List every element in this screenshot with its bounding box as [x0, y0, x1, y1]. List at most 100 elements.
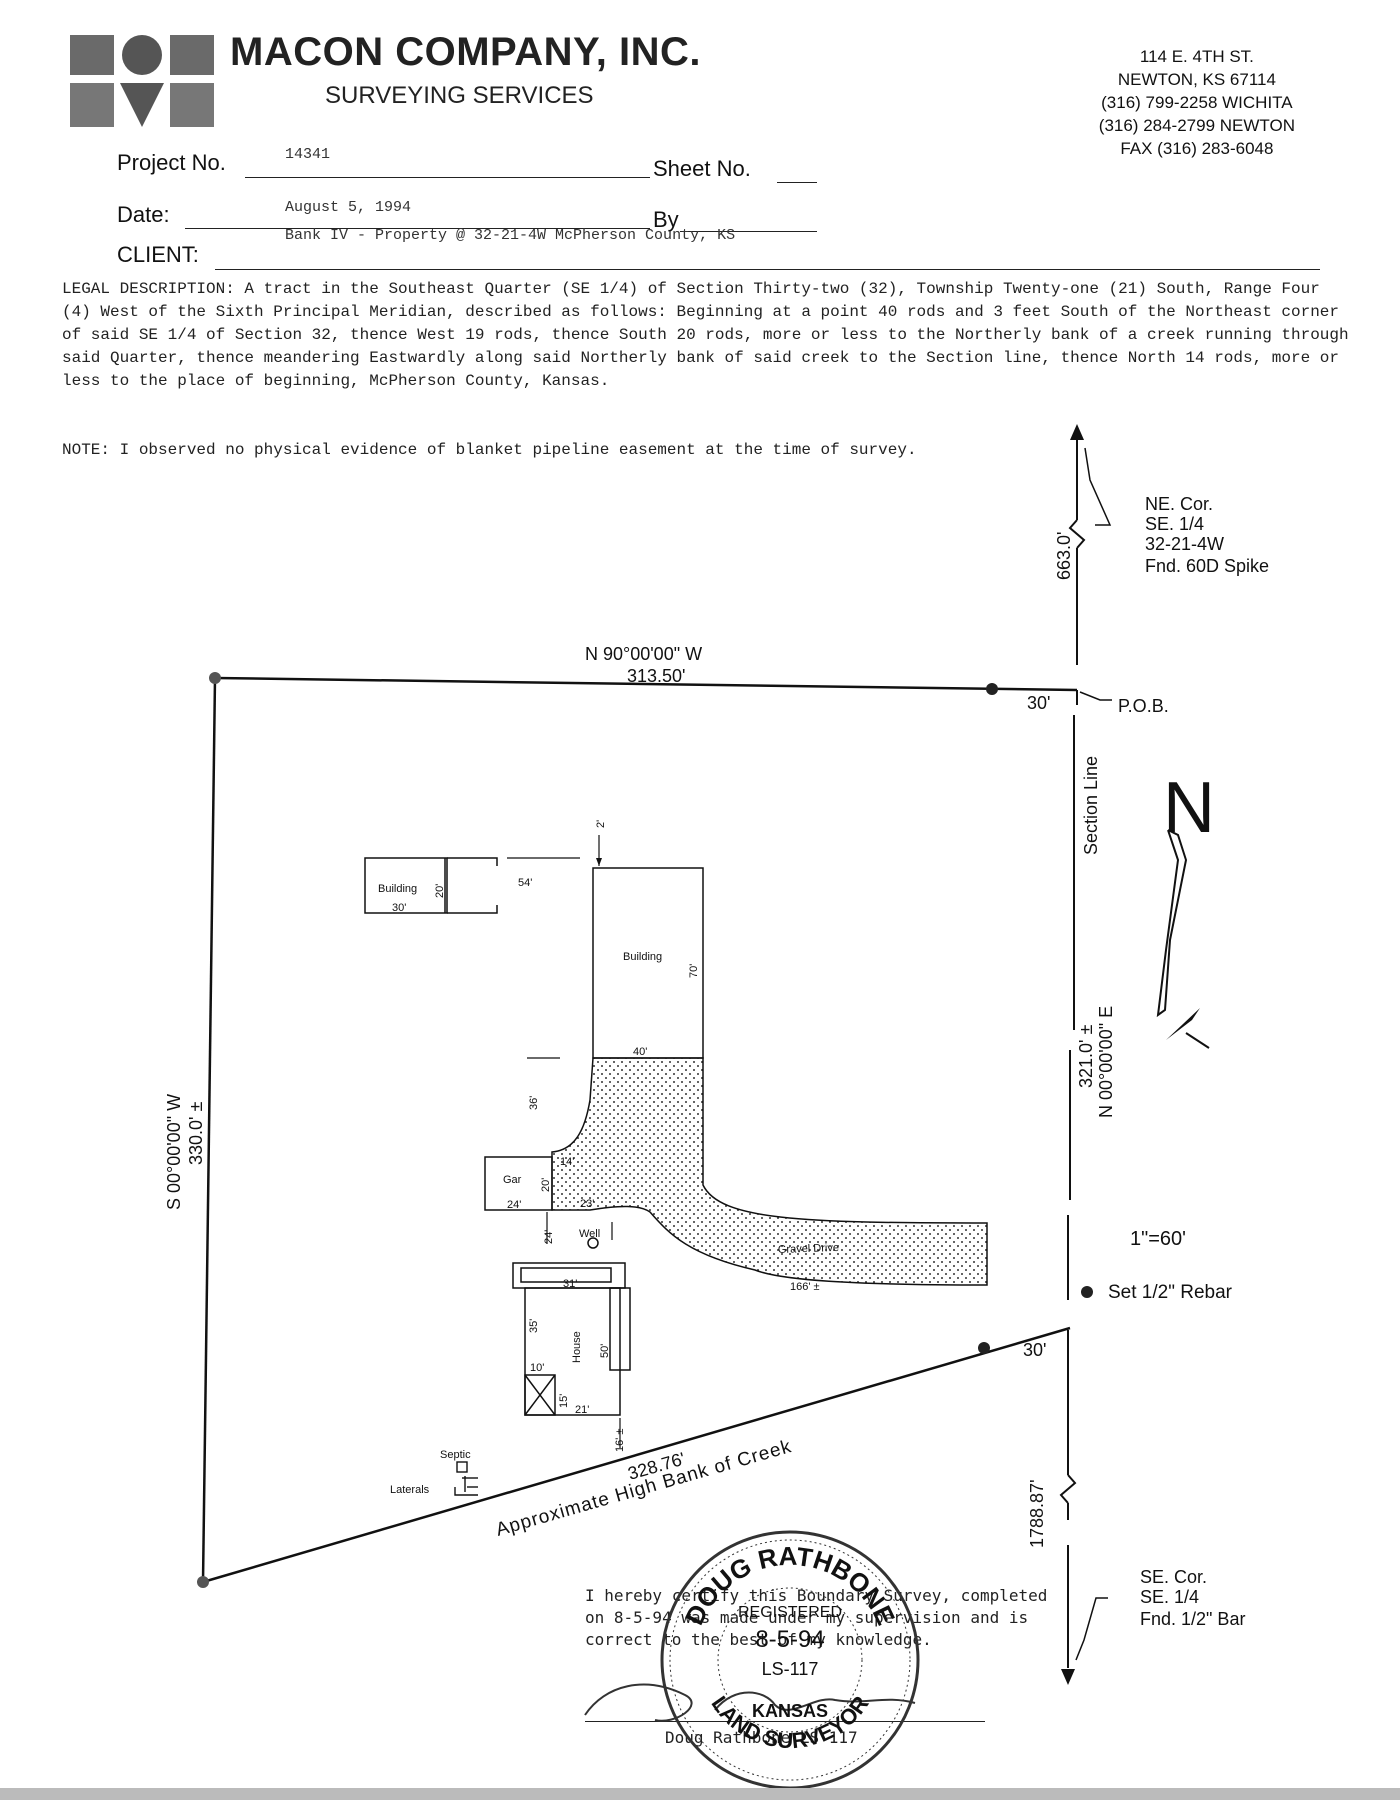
small-building	[364, 857, 498, 914]
house-label: House	[571, 1331, 583, 1363]
address-line: 114 E. 4TH ST.	[1139, 47, 1254, 66]
gravel-drive-area	[551, 1057, 988, 1286]
section-line-label: Section Line	[1081, 756, 1101, 855]
address-line: (316) 284-2799 NEWTON	[1098, 116, 1295, 135]
offset-north-label: 30'	[1027, 693, 1050, 713]
client-label: CLIENT:	[117, 242, 199, 267]
dim-24-label: 24'	[543, 1230, 555, 1244]
signature-line	[585, 1720, 985, 1722]
dim-16-label: 16' ±	[614, 1429, 626, 1452]
date-underline	[185, 227, 650, 229]
well-label: Well	[579, 1228, 600, 1240]
tract-boundary	[201, 676, 1078, 1584]
address-line: FAX (316) 283-6048	[1120, 139, 1274, 158]
date-value: August 5, 1994	[285, 199, 412, 216]
dist-south-label: 1788.87'	[1027, 1479, 1047, 1548]
house-width: 31'	[563, 1278, 577, 1290]
seal-state: KANSAS	[752, 1701, 828, 1721]
company-address: 114 E. 4TH ST. NEWTON, KS 67114 (316) 79…	[1099, 45, 1295, 160]
east-length-label: 321.0' ±	[1076, 1025, 1096, 1088]
project-value: 14341	[285, 146, 331, 163]
ne-corner-line: 32-21-4W	[1145, 534, 1224, 554]
dim-14-label: 14'	[560, 1156, 574, 1168]
se-corner-line: SE. 1/4	[1140, 1587, 1199, 1607]
gap-36-label: 36'	[528, 1096, 540, 1110]
scale-label: 1"=60'	[1130, 1228, 1186, 1250]
house-10-label: 10'	[530, 1362, 544, 1374]
building-large-height: 70'	[688, 964, 700, 978]
seal-registered: REGISTERED	[738, 1604, 842, 1621]
legal-description: LEGAL DESCRIPTION: A tract in the Southe…	[62, 280, 1349, 390]
dist-north-label: 663.0'	[1054, 532, 1074, 580]
house-height-50: 50'	[599, 1344, 611, 1358]
address-line: NEWTON, KS 67114	[1117, 70, 1276, 89]
company-name: MACON COMPANY, INC.	[230, 30, 701, 74]
se-corner-leader	[1075, 1597, 1108, 1661]
surveyor-name: Doug Rathbone LS 117	[665, 1728, 858, 1747]
north-length-label: 313.50'	[627, 666, 686, 686]
seal-date: 8-5-94	[755, 1626, 824, 1653]
date-label: Date:	[117, 202, 170, 227]
rebar-legend-dot	[1081, 1286, 1093, 1298]
garage-width: 24'	[507, 1199, 521, 1211]
west-length-label: 330.0' ±	[186, 1102, 206, 1165]
corner-rebar	[986, 683, 998, 695]
company-services: SURVEYING SERVICES	[325, 82, 594, 109]
corner-rebar	[978, 1342, 990, 1354]
building-large-width: 40'	[633, 1046, 647, 1058]
dim-arrow	[596, 858, 602, 866]
garage-height: 20'	[540, 1178, 552, 1192]
offset-south-label: 30'	[1023, 1340, 1046, 1360]
building-small-width: 30'	[392, 902, 406, 914]
building-large-label: Building	[623, 951, 662, 963]
laterals	[454, 1476, 478, 1496]
ne-corner-leader	[1084, 447, 1112, 526]
certification-text: I hereby certify this Boundary Survey, c…	[585, 1586, 1048, 1649]
sheet-underline	[777, 181, 817, 183]
ne-corner-marker	[1070, 424, 1084, 440]
section-line	[1059, 438, 1086, 1668]
by-label: By	[653, 207, 679, 232]
scan-edge	[0, 1788, 1400, 1800]
pob-leader	[1079, 691, 1112, 701]
se-corner-line: Fnd. 1/2" Bar	[1140, 1609, 1245, 1629]
east-bearing-label: N 00°00'00" E	[1096, 1006, 1116, 1118]
north-bearing-label: N 90°00'00" W	[585, 644, 702, 664]
project-label: Project No.	[117, 150, 226, 175]
ne-corner-line: SE. 1/4	[1145, 514, 1204, 534]
well-marker	[587, 1237, 599, 1249]
survey-note: NOTE: I observed no physical evidence of…	[62, 441, 917, 459]
pob-label: P.O.B.	[1118, 696, 1169, 716]
sheet-label: Sheet No.	[653, 156, 751, 181]
large-building	[592, 867, 704, 1059]
seal-number: LS-117	[762, 1659, 819, 1679]
garage	[484, 1156, 553, 1211]
garage-label: Gar	[503, 1174, 522, 1186]
corner-rebar	[197, 1576, 209, 1588]
house-21-label: 21'	[575, 1404, 589, 1416]
client-underline	[215, 268, 1320, 270]
building-small-height: 20'	[434, 884, 446, 898]
ne-corner-line: NE. Cor.	[1145, 494, 1213, 514]
se-corner-line: SE. Cor.	[1140, 1567, 1207, 1587]
client-value: Bank IV - Property @ 32-21-4W McPherson …	[285, 227, 736, 244]
company-logo	[70, 35, 214, 127]
north-letter: N	[1163, 768, 1215, 848]
septic-label: Septic	[440, 1449, 471, 1461]
ne-corner-line: Fnd. 60D Spike	[1145, 556, 1269, 576]
address-line: (316) 799-2258 WICHITA	[1101, 93, 1293, 112]
by-underline	[680, 230, 817, 232]
surveyor-seal: DOUG RATHBONE LAND SURVEYOR REGISTERED 8…	[660, 1530, 920, 1790]
project-underline	[245, 176, 650, 178]
north-arrow-head	[1166, 1008, 1200, 1040]
rebar-legend-label: Set 1/2" Rebar	[1108, 1282, 1233, 1303]
house-height-35: 35'	[528, 1319, 540, 1333]
house	[512, 1262, 631, 1416]
laterals-label: Laterals	[390, 1484, 430, 1496]
corner-rebar	[209, 672, 221, 684]
north-arrow	[1156, 829, 1210, 1049]
house-15-label: 15'	[558, 1394, 570, 1408]
se-corner-marker	[1061, 1669, 1075, 1685]
drive-length-label: 166' ±	[790, 1281, 820, 1293]
